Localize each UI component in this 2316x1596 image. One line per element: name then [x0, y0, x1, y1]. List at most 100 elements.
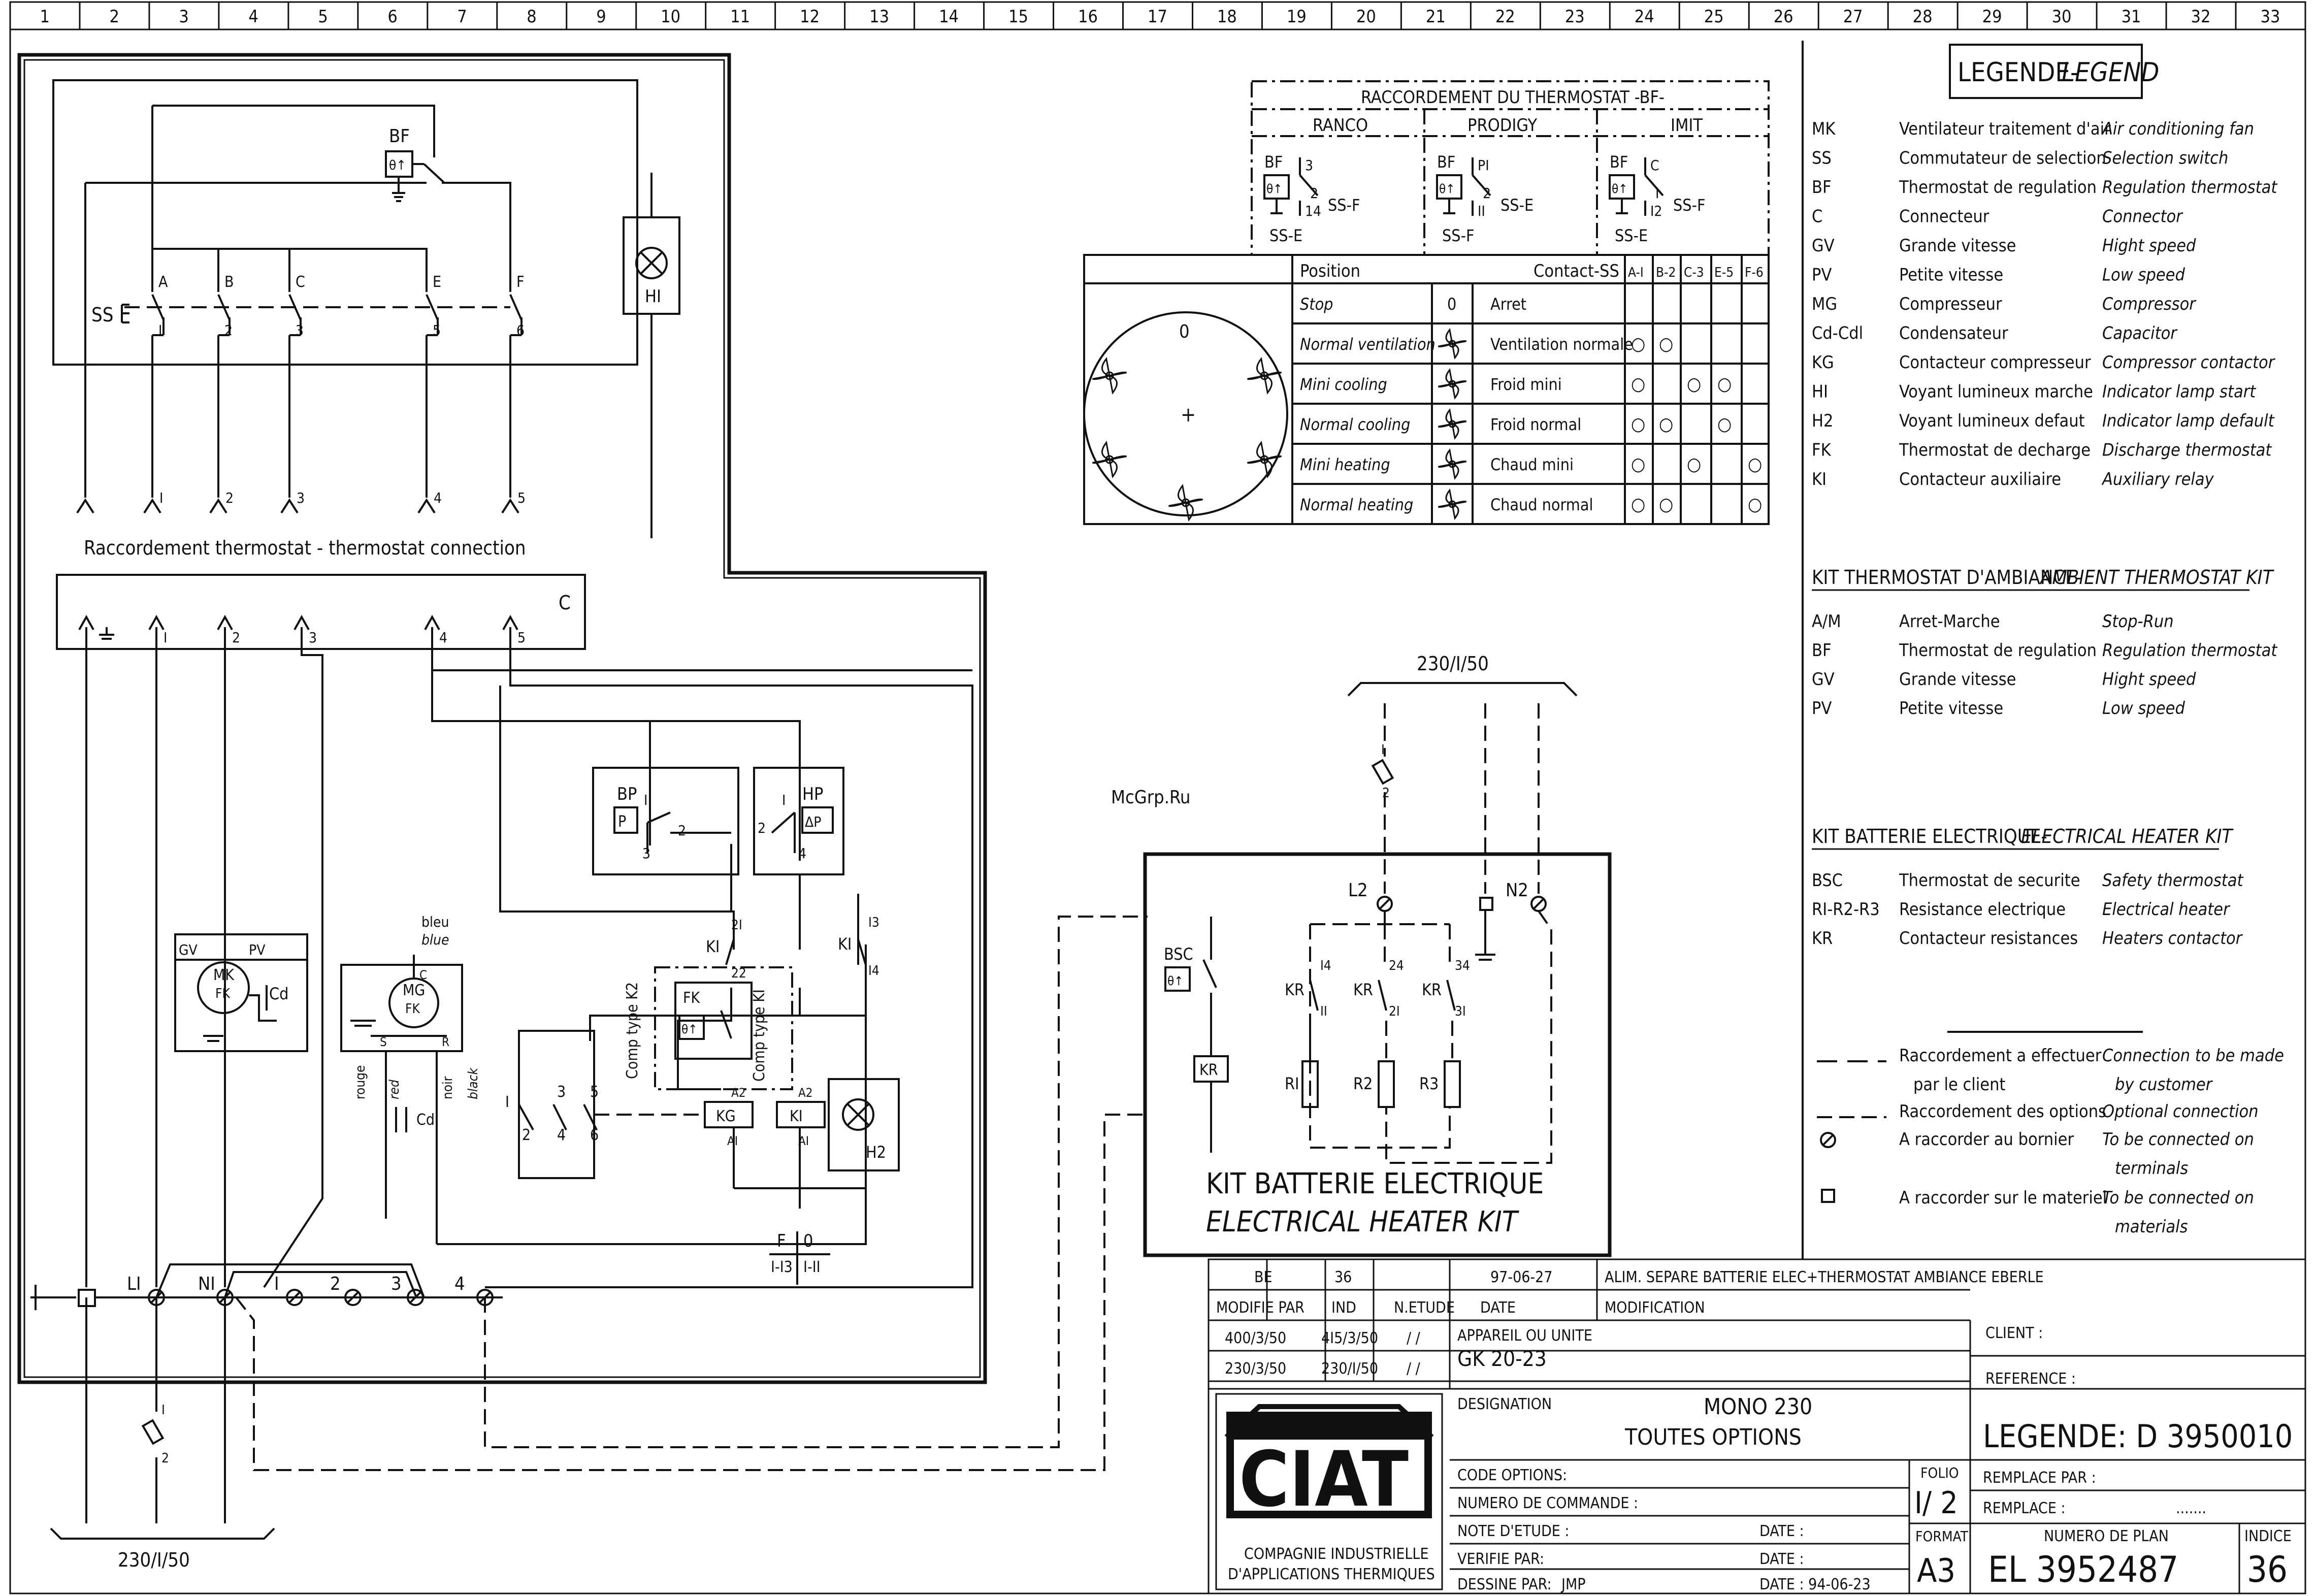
svg-text:P: P — [618, 813, 626, 831]
column-number: 23 — [1565, 7, 1585, 27]
svg-text:RACCORDEMENT DU THERMOSTAT -BF: RACCORDEMENT DU THERMOSTAT -BF- — [1361, 87, 1665, 108]
svg-text:3: 3 — [557, 1083, 566, 1101]
svg-text:EL 3952487: EL 3952487 — [1988, 1549, 2178, 1590]
contact-closed-mark: ○ — [1659, 334, 1673, 354]
terminal-label: 2 — [330, 1274, 341, 1294]
tc-thermostat-symbol: θ↑ — [1612, 182, 1627, 196]
legend-fr: Contacteur resistances — [1899, 928, 2078, 949]
selector-position-en: Mini cooling — [1300, 375, 1387, 394]
legend-fr: Voyant lumineux marche — [1899, 382, 2093, 402]
svg-text:DATE : 94-06-23: DATE : 94-06-23 — [1759, 1576, 1871, 1593]
selector-table: Position Contact-SS 0 + — [1083, 254, 1770, 525]
legend-code: KR — [1812, 928, 1833, 949]
svg-text:LEGENDE-: LEGENDE- — [1958, 57, 2079, 88]
svg-text:KI: KI — [790, 1108, 803, 1125]
svg-text:230/I/50: 230/I/50 — [118, 1549, 190, 1571]
thermostat-connection-table: RACCORDEMENT DU THERMOSTAT -BF- RANCO PR… — [1251, 80, 1770, 256]
terminal-label: LI — [127, 1274, 141, 1294]
ss-contact-letter: E — [433, 273, 441, 291]
dial-fan-icon — [1092, 441, 1127, 478]
fan-icon — [1438, 488, 1466, 520]
svg-text:FK: FK — [683, 989, 701, 1007]
legend-en: Safety thermostat — [2102, 870, 2243, 891]
legend-en: Stop-Run — [2102, 611, 2174, 632]
tc-terminal-2: 2 — [1483, 185, 1491, 202]
svg-text:KIT BATTERIE ELECTRIQUE-: KIT BATTERIE ELECTRIQUE- — [1812, 825, 2047, 848]
svg-text:REMPLACE :: REMPLACE : — [1983, 1500, 2066, 1517]
connection-conventions — [1817, 1031, 2143, 1203]
column-number: 1 — [40, 7, 49, 27]
contact-closed-mark: ○ — [1631, 454, 1645, 475]
contact-closed-mark: ○ — [1659, 414, 1673, 435]
svg-text:CIAT: CIAT — [1239, 1436, 1409, 1524]
column-number: 13 — [869, 7, 889, 27]
legend-fr: Thermostat de regulation — [1899, 177, 2097, 198]
svg-text:COMPAGNIE INDUSTRIELLE: COMPAGNIE INDUSTRIELLE — [1244, 1545, 1429, 1563]
column-number: 15 — [1008, 7, 1028, 27]
contact-closed-mark: ○ — [1748, 494, 1762, 515]
svg-text:L2: L2 — [1348, 880, 1368, 901]
svg-text:rouge: rouge — [353, 1065, 368, 1099]
svg-text:I: I — [782, 792, 786, 808]
svg-text:24: 24 — [1389, 958, 1404, 973]
thermostat-box: θ↑ BF SS — [52, 79, 638, 366]
svg-text:blue: blue — [421, 931, 449, 948]
svg-text:I-I3: I-I3 — [771, 1258, 793, 1276]
column-number: 27 — [1843, 7, 1863, 27]
legend-en: Discharge thermostat — [2102, 440, 2272, 461]
legend-fr: Resistance electrique — [1899, 899, 2066, 920]
svg-text:VERIFIE PAR:: VERIFIE PAR: — [1457, 1550, 1544, 1568]
thermostat-connection-label: Raccordement thermostat - thermostat con… — [84, 537, 526, 559]
selector-position-fr: Froid mini — [1490, 375, 1562, 394]
svg-text:5: 5 — [590, 1083, 599, 1101]
sheet-border — [9, 1, 2306, 1594]
svg-text:APPAREIL OU UNITE: APPAREIL OU UNITE — [1457, 1327, 1592, 1345]
thermostat-wires — [84, 106, 511, 498]
legend-fr: Condensateur — [1899, 323, 2008, 344]
connector-pin-number: 3 — [309, 629, 317, 646]
legend-en: Hight speed — [2102, 236, 2196, 256]
tc-ss-label-bottom: SS-E — [1269, 226, 1302, 245]
selector-position-fr: Arret — [1490, 295, 1526, 314]
legend-en: Selection switch — [2102, 148, 2228, 169]
svg-text:AMBIENT THERMOSTAT KIT: AMBIENT THERMOSTAT KIT — [2039, 566, 2275, 589]
watermark: McGrp.Ru — [1111, 787, 1190, 808]
heater-kit: 230/I/50 I 2 L2 N2 BSC θ↑ KR — [1143, 653, 1612, 1257]
svg-text:N.ETUDE: N.ETUDE — [1394, 1299, 1455, 1317]
main-wiring — [85, 627, 973, 1288]
selector-position-en: Stop — [1300, 295, 1333, 314]
contact-closed-mark: ○ — [1717, 414, 1732, 435]
svg-text:KR: KR — [1353, 980, 1373, 999]
svg-text:ALIM. SEPARE BATTERIE ELEC+THE: ALIM. SEPARE BATTERIE ELEC+THERMOSTAT AM… — [1605, 1268, 2044, 1286]
svg-text:FORMAT: FORMAT — [1915, 1528, 1969, 1545]
svg-text:230/3/50: 230/3/50 — [1225, 1360, 1286, 1378]
ss-contact-number: 5 — [433, 322, 441, 339]
svg-text:A2: A2 — [731, 1086, 746, 1100]
legend-en: Capacitor — [2102, 323, 2178, 344]
tc-terminal-1: PI — [1478, 157, 1489, 174]
tc-terminal-2: 2 — [1310, 185, 1318, 202]
legend-code: C — [1812, 207, 1822, 227]
svg-text:CdI: CdI — [416, 1111, 439, 1129]
svg-text:4: 4 — [798, 845, 806, 862]
convention-en: To be connected on — [2102, 1129, 2254, 1150]
svg-text:2: 2 — [161, 1451, 169, 1466]
ss-contact-letter: B — [224, 273, 234, 291]
column-number: 12 — [800, 7, 820, 27]
tc-ss-label-right: SS-F — [1328, 196, 1360, 215]
plug-pin-number: 5 — [517, 490, 526, 506]
legend-fr: Thermostat de securite — [1899, 870, 2080, 891]
bp-pressostat: BP P I 2 3 — [592, 767, 739, 875]
mk-fan-motor: GV PV MK FK Cd — [174, 933, 308, 1052]
svg-text:KR: KR — [1422, 980, 1442, 999]
svg-text:DESIGNATION: DESIGNATION — [1457, 1395, 1552, 1413]
svg-text:I4: I4 — [1320, 958, 1331, 973]
ss-label: SS — [91, 304, 113, 326]
contact-closed-mark: ○ — [1631, 374, 1645, 395]
